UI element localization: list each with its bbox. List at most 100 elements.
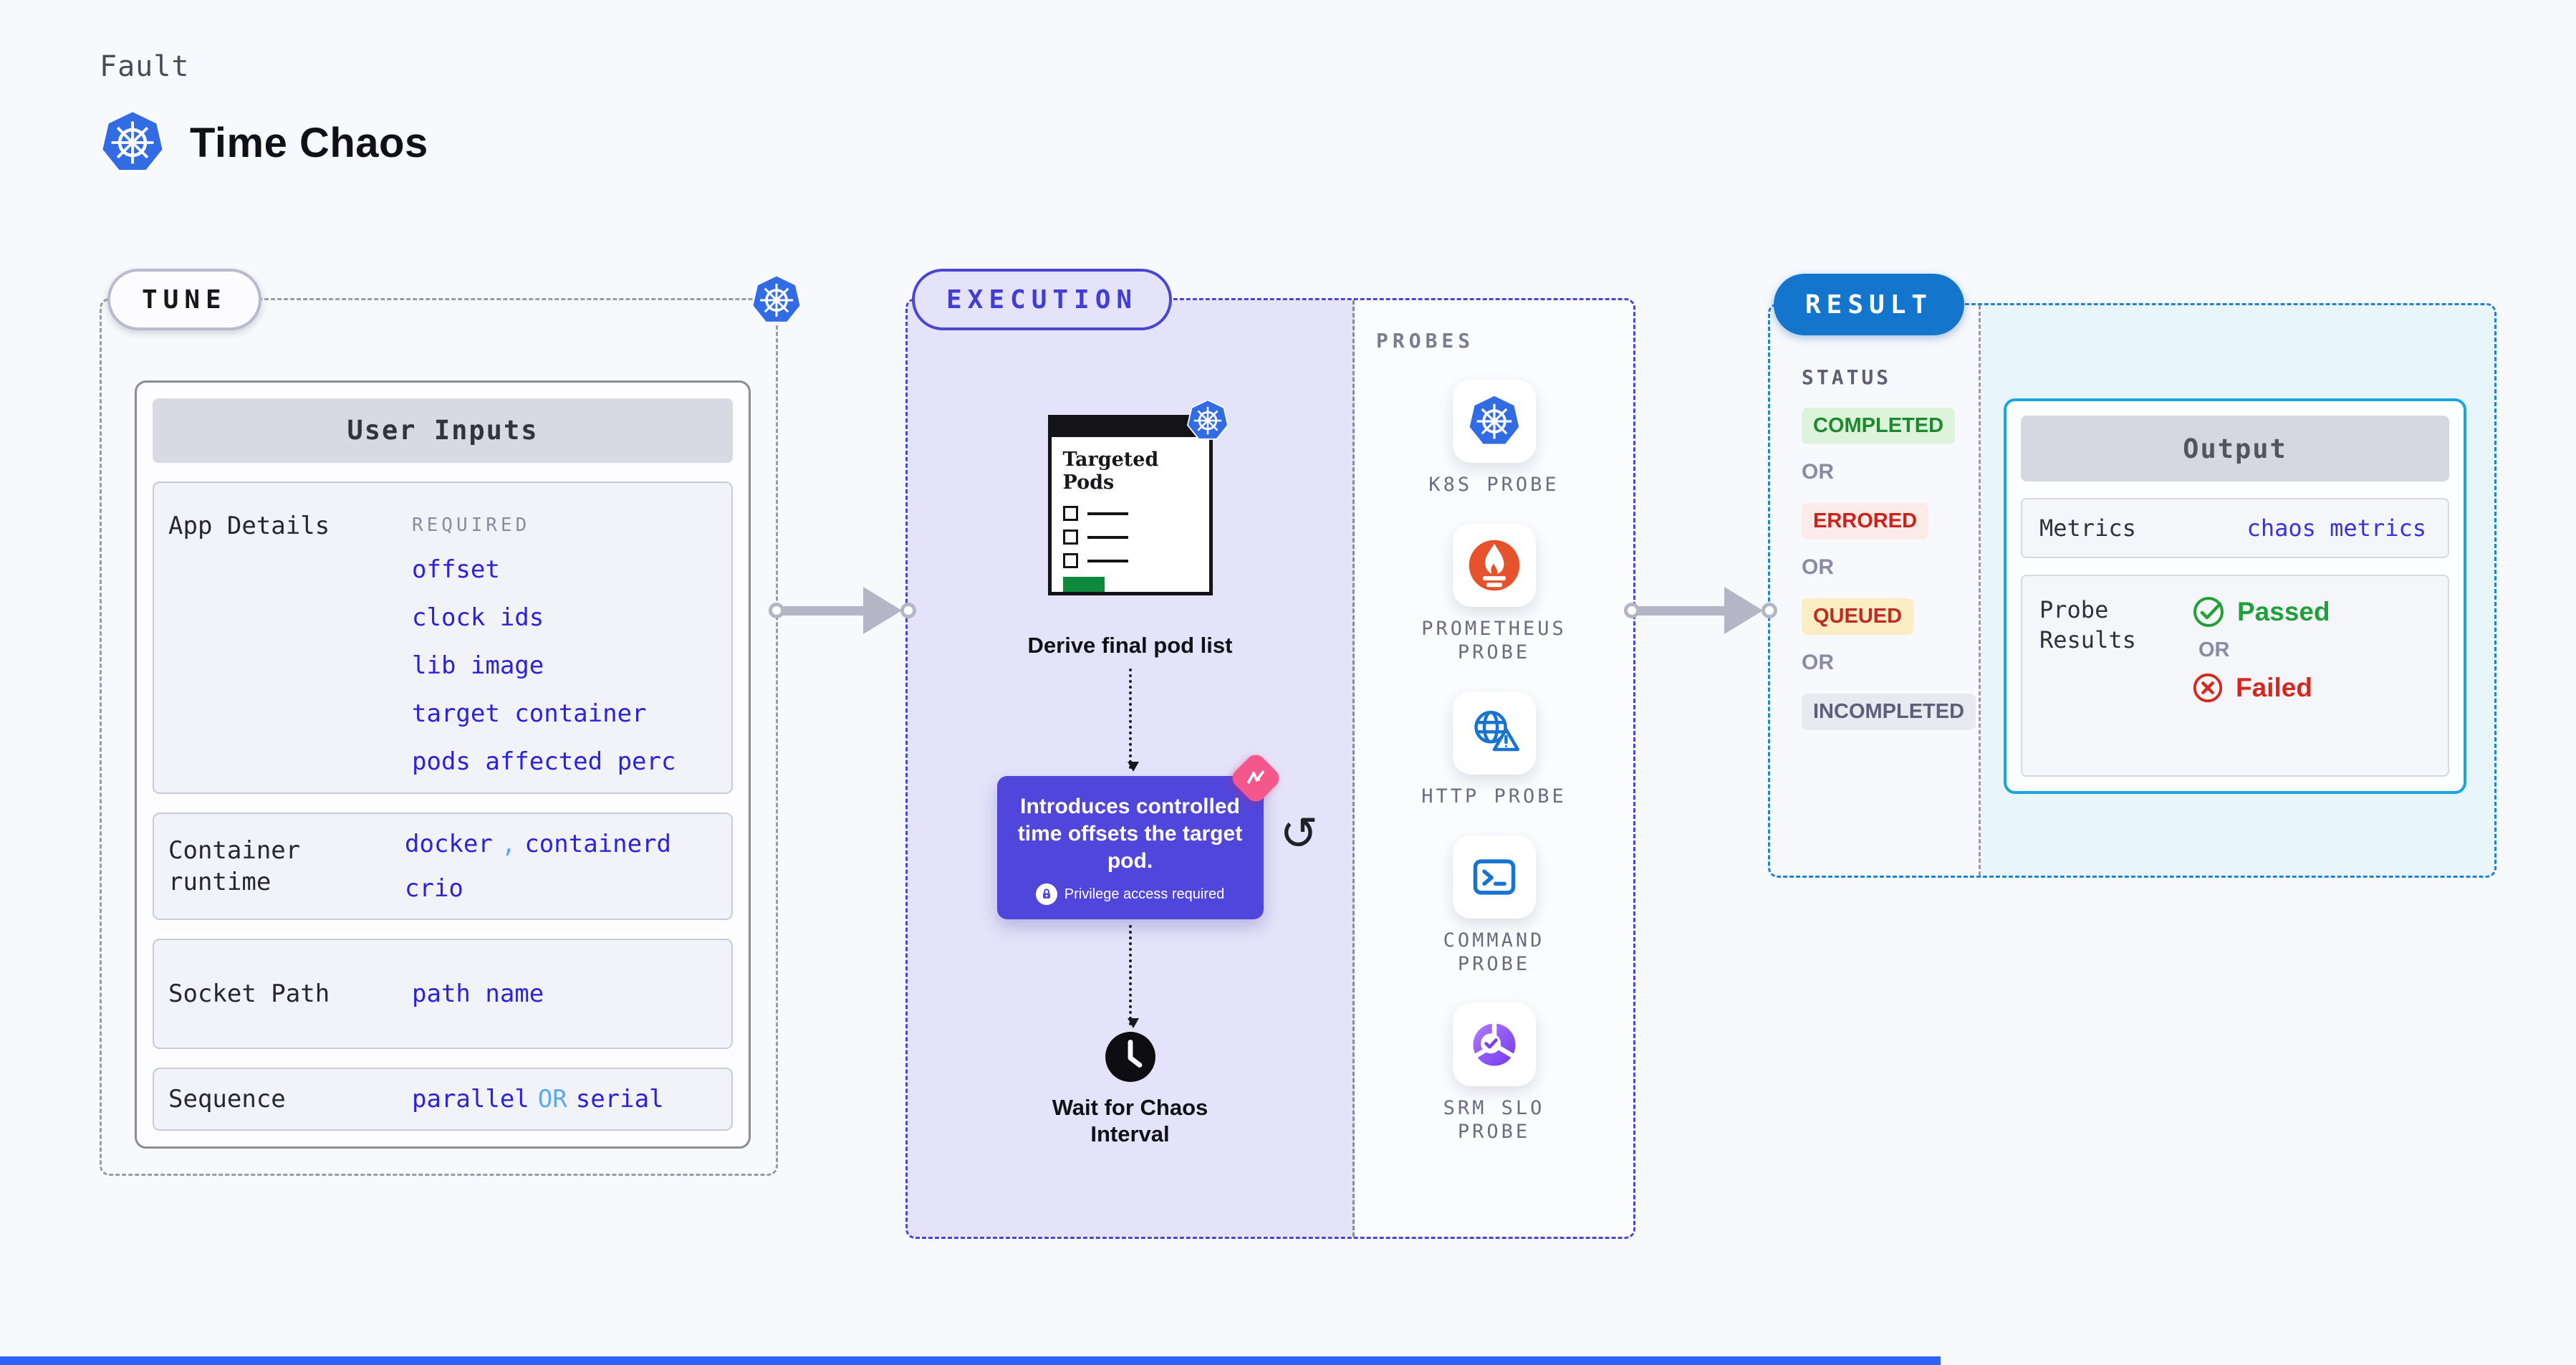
privilege-note: Privilege access required (1064, 886, 1225, 902)
title-row: Time Chaos (100, 109, 428, 176)
bottom-accent-bar (0, 1356, 1941, 1365)
probe-item-prometheus: PROMETHEUS PROBE (1405, 524, 1584, 664)
tune-section: TUNE User Inputs App Details REQUIRED of… (100, 269, 778, 1176)
sequence-label: Sequence (168, 1085, 286, 1114)
http-globe-warning-icon (1474, 711, 1519, 752)
loop-retry-icon: ↺ (1279, 808, 1318, 861)
value-parallel: parallel (412, 1085, 529, 1114)
value-docker: docker (405, 830, 493, 859)
page-title: Time Chaos (190, 119, 428, 166)
output-title: Output (2021, 416, 2449, 482)
container-runtime-label: Container runtime (168, 836, 301, 897)
pod-list-item (1062, 553, 1198, 568)
link-clock-ids: clock ids (412, 603, 544, 632)
header: Fault Time Chaos (100, 50, 428, 176)
flow-arrow-probes-to-result (1624, 585, 1777, 636)
connector-dot (769, 603, 784, 618)
probe-item-k8s: K8S PROBE (1428, 380, 1559, 497)
kubernetes-icon (751, 274, 802, 327)
tune-badge: TUNE (107, 269, 261, 330)
value-separator: , (501, 830, 516, 859)
pod-list-item (1062, 506, 1198, 521)
container-runtime-row: Container runtime docker , containerd cr… (153, 813, 733, 920)
list-line (1087, 535, 1128, 539)
probe-card (1452, 524, 1536, 607)
app-details-label: App Details (168, 511, 330, 540)
user-inputs-title: User Inputs (153, 398, 733, 463)
probe-label: COMMAND PROBE (1443, 929, 1545, 975)
required-note: REQUIRED (412, 514, 531, 536)
failed-row: Failed (2191, 671, 2330, 704)
status-badge-incompleted: INCOMPLETED (1802, 694, 1976, 730)
metrics-row: Metrics chaos metrics (2021, 498, 2449, 558)
probe-results-values: Passed OR Failed (2173, 595, 2330, 775)
check-circle-icon (2193, 597, 2224, 627)
probe-results-row: Probe Results Passed OR (2021, 575, 2449, 777)
probe-label: PROMETHEUS PROBE (1421, 618, 1567, 664)
link-offset: offset (412, 555, 500, 584)
probe-item-http: HTTP PROBE (1421, 691, 1567, 808)
metrics-value: chaos metrics (2246, 514, 2426, 542)
targeted-pods-card: Targeted Pods (1047, 415, 1213, 595)
or-separator: OR (1802, 555, 1834, 579)
probe-card (1452, 380, 1536, 463)
result-badge: RESULT (1774, 274, 1965, 335)
value-crio: crio (405, 874, 463, 904)
or-separator: OR (2198, 638, 2230, 661)
result-output-area: Output Metrics chaos metrics Probe Resul… (1981, 305, 2494, 876)
fault-kicker: Fault (100, 50, 190, 83)
link-target-container: target container (412, 699, 647, 728)
privilege-row: Privilege access required (1007, 883, 1254, 905)
chaos-note-card: Introduces controlled time offsets the t… (996, 750, 1283, 919)
connector-dot (1624, 603, 1640, 618)
app-details-values: REQUIRED offset clock ids lib image targ… (412, 510, 731, 793)
probe-card (1452, 1003, 1536, 1086)
list-line (1087, 512, 1128, 515)
flow-arrow-tune-to-execution (769, 585, 916, 636)
connector-dot (900, 603, 916, 618)
probe-card (1452, 835, 1536, 919)
dotted-flow-arrow (1127, 669, 1139, 772)
socket-path-label: Socket Path (168, 980, 330, 1009)
wait-chaos-caption: Wait for Chaos Interval (1052, 1095, 1208, 1146)
link-lib-image: lib image (412, 651, 544, 680)
sequence-or: OR (537, 1085, 567, 1114)
arrow-shaft (1638, 605, 1726, 616)
prometheus-icon (1469, 540, 1519, 591)
kubernetes-icon (100, 109, 165, 176)
x-circle-icon (2193, 673, 2223, 703)
kubernetes-icon (1186, 398, 1229, 443)
arrow-shaft (782, 605, 865, 616)
passed-label: Passed (2237, 597, 2330, 626)
link-pods-affected-perc: pods affected perc (412, 747, 676, 776)
passed-row: Passed (2191, 595, 2330, 629)
arrow-head (863, 587, 902, 634)
execution-pane: EXECUTION Targeted Pods Derive final pod… (908, 269, 1355, 1237)
sequence-row: Sequence parallel OR serial (153, 1068, 733, 1131)
probe-results-label: Probe Results (2039, 596, 2136, 653)
probe-label: K8S PROBE (1428, 474, 1559, 496)
value-path-name: path name (412, 980, 544, 1009)
socket-path-row: Socket Path path name (153, 938, 733, 1050)
execution-probes-section: EXECUTION Targeted Pods Derive final pod… (905, 269, 1635, 1239)
failed-label: Failed (2236, 673, 2312, 702)
lock-icon (1035, 883, 1057, 905)
status-badge-queued: QUEUED (1802, 598, 1914, 635)
probe-card (1452, 691, 1536, 775)
probe-item-srm-slo: SRM SLO PROBE (1405, 1003, 1584, 1144)
targeted-pods-title: Targeted Pods (1062, 449, 1159, 494)
checkbox-icon (1062, 553, 1078, 568)
execution-badge: EXECUTION (912, 269, 1173, 330)
chaos-pink-icon (1228, 750, 1283, 806)
arrow-head (1724, 587, 1763, 634)
or-separator: OR (1802, 651, 1834, 674)
connector-dot (1762, 603, 1777, 618)
kubernetes-icon (1467, 393, 1522, 449)
metrics-label: Metrics (2039, 514, 2136, 542)
status-column: STATUS COMPLETED OR ERRORED OR QUEUED OR… (1770, 305, 1981, 876)
terminal-icon (1473, 859, 1515, 895)
green-progress-block (1062, 577, 1105, 592)
status-title: STATUS (1802, 365, 1892, 389)
list-line (1087, 559, 1128, 562)
